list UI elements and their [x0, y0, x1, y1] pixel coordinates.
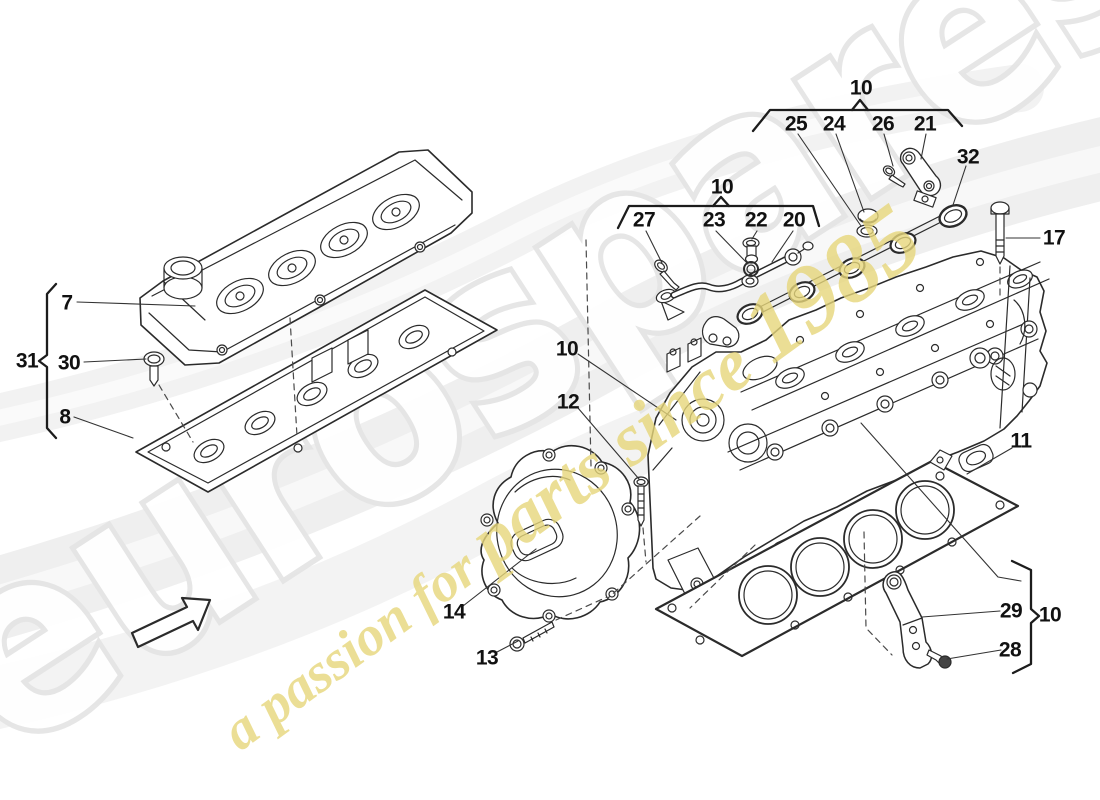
callout-24: 24: [822, 112, 846, 136]
callout-32: 32: [956, 145, 980, 169]
callout-10-center: 10: [555, 337, 579, 361]
callout-14: 14: [442, 600, 466, 624]
callout-29: 29: [999, 599, 1023, 623]
callout-11: 11: [1010, 429, 1032, 453]
callout-12: 12: [556, 390, 580, 414]
callout-22: 22: [744, 208, 768, 232]
seal-strip-orings: [701, 204, 968, 348]
valve-cover: [139, 149, 473, 366]
leader-lines: [73, 133, 1041, 660]
support-bracket-29: [882, 570, 933, 669]
callout-17: 17: [1042, 226, 1066, 250]
projection-lines: [158, 239, 1001, 656]
callout-25: 25: [784, 112, 808, 136]
bolt-26: [882, 165, 906, 188]
breather-pipe: [655, 241, 814, 321]
callout-27: 27: [632, 208, 656, 232]
callout-10-top: 10: [849, 76, 873, 100]
cap-24: [857, 208, 879, 224]
bolt-12: [633, 476, 649, 527]
head-gasket: [654, 449, 1020, 658]
bolt-27: [654, 259, 680, 291]
o-ring-23: [743, 261, 759, 277]
assembly-direction-arrow: [130, 596, 212, 649]
bolt-13: [509, 621, 555, 652]
callout-8: 8: [59, 405, 71, 429]
callout-10-right: 10: [1038, 603, 1062, 627]
callout-7: 7: [61, 291, 73, 315]
callout-21: 21: [913, 112, 937, 136]
bolt-17: [990, 201, 1010, 265]
oil-filler-neck: [163, 256, 203, 300]
end-cap-seal: [701, 316, 740, 348]
seal-25: [856, 224, 878, 238]
callout-26: 26: [871, 112, 895, 136]
screw-30: [143, 351, 165, 387]
callout-28: 28: [998, 638, 1022, 662]
callout-13: 13: [475, 646, 499, 670]
chain-cover: [480, 444, 641, 623]
background-swoosh: [0, 64, 1100, 729]
valve-cover-gasket: [135, 289, 498, 493]
callout-20: 20: [782, 208, 806, 232]
callout-30: 30: [57, 351, 81, 375]
group-brackets: [37, 98, 1041, 675]
callout-31: 31: [15, 349, 39, 373]
bracket-21: [899, 147, 942, 208]
callout-23: 23: [702, 208, 726, 232]
callout-10-mid: 10: [710, 175, 734, 199]
